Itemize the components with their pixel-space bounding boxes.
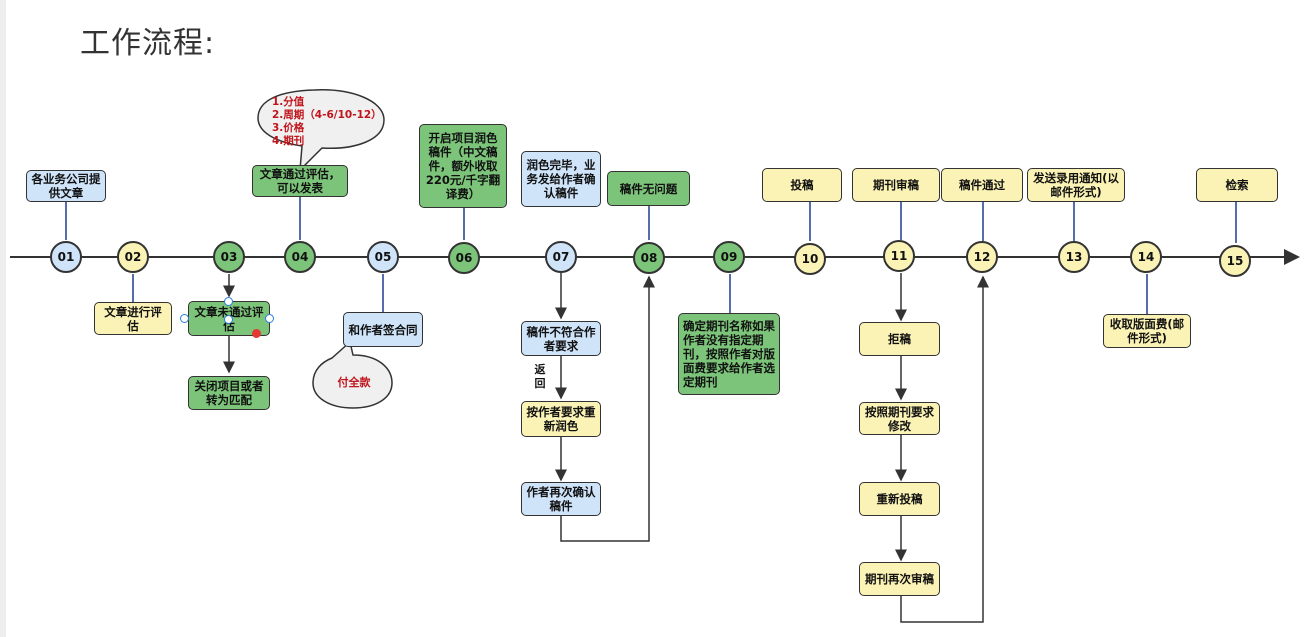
return-note: 返回 bbox=[534, 363, 546, 390]
label-resubmit: 重新投稿 bbox=[859, 482, 940, 516]
label-layout-fee: 收取版面费(邮件形式) bbox=[1103, 314, 1191, 348]
step-node-11: 11 bbox=[883, 240, 915, 272]
step-node-12: 12 bbox=[966, 241, 998, 273]
label-manuscript-ok: 稿件无问题 bbox=[607, 171, 690, 206]
step-node-06: 06 bbox=[448, 242, 480, 274]
label-confirm-journal: 确定期刊名称如果作者没有指定期刊，按照作者对版面费要求给作者选定期刊 bbox=[678, 313, 780, 395]
resize-handle-right[interactable] bbox=[265, 314, 274, 323]
label-submit-article: 各业务公司提供文章 bbox=[26, 170, 106, 202]
label-start-polishing: 开启项目润色稿件（中文稿件，额外收取220元/千字翻译费） bbox=[419, 124, 507, 208]
label-rejection: 拒稿 bbox=[859, 322, 940, 356]
step-node-08: 08 bbox=[633, 242, 665, 274]
resize-handle-top[interactable] bbox=[224, 297, 233, 306]
label-manuscript-accepted: 稿件通过 bbox=[941, 168, 1023, 202]
label-close-or-rematch: 关闭项目或者转为匹配 bbox=[188, 376, 270, 410]
step-node-10: 10 bbox=[794, 243, 826, 275]
step-node-07: 07 bbox=[545, 241, 577, 273]
label-journal-review: 期刊审稿 bbox=[852, 168, 940, 202]
bubble-payment-text: 付全款 bbox=[337, 376, 371, 389]
bubble-criteria-text: 1.分值 2.周期（4-6/10-12） 3.价格 4.期刊 bbox=[272, 96, 382, 147]
label-sign-contract: 和作者签合同 bbox=[343, 312, 423, 347]
label-evaluation-passed: 文章通过评估，可以发表 bbox=[252, 165, 348, 197]
step-node-04: 04 bbox=[284, 241, 316, 273]
bubble-criteria bbox=[257, 89, 385, 172]
page-title: 工作流程: bbox=[80, 26, 216, 61]
connection-point[interactable] bbox=[252, 329, 261, 338]
step-node-13: 13 bbox=[1058, 241, 1090, 273]
label-journal-rereview: 期刊再次审稿 bbox=[859, 562, 940, 596]
step-node-14: 14 bbox=[1130, 241, 1162, 273]
resize-handle-left[interactable] bbox=[180, 314, 189, 323]
step-node-03: 03 bbox=[213, 241, 245, 273]
label-acceptance-notice: 发送录用通知(以邮件形式) bbox=[1027, 168, 1125, 202]
left-gutter bbox=[0, 0, 6, 637]
step-node-02: 02 bbox=[117, 241, 149, 273]
label-revise: 按照期刊要求修改 bbox=[859, 402, 940, 435]
step-node-15: 15 bbox=[1219, 245, 1251, 277]
step-node-01: 01 bbox=[50, 241, 82, 273]
step-node-05: 05 bbox=[367, 241, 399, 273]
label-polish-complete: 润色完毕，业务发给作者确认稿件 bbox=[521, 151, 601, 207]
label-not-meet-requirements: 稿件不符合作者要求 bbox=[521, 321, 601, 356]
label-author-reconfirm: 作者再次确认稿件 bbox=[521, 482, 601, 516]
label-stems bbox=[65, 196, 1237, 314]
bubble-payment bbox=[312, 340, 393, 409]
label-indexing: 检索 bbox=[1196, 168, 1278, 202]
label-repolish: 按作者要求重新润色 bbox=[521, 401, 601, 437]
label-evaluate-article: 文章进行评估 bbox=[94, 302, 172, 335]
step-node-09: 09 bbox=[713, 241, 745, 273]
label-submit-manuscript: 投稿 bbox=[762, 168, 842, 202]
resize-handle-center[interactable] bbox=[224, 315, 233, 324]
